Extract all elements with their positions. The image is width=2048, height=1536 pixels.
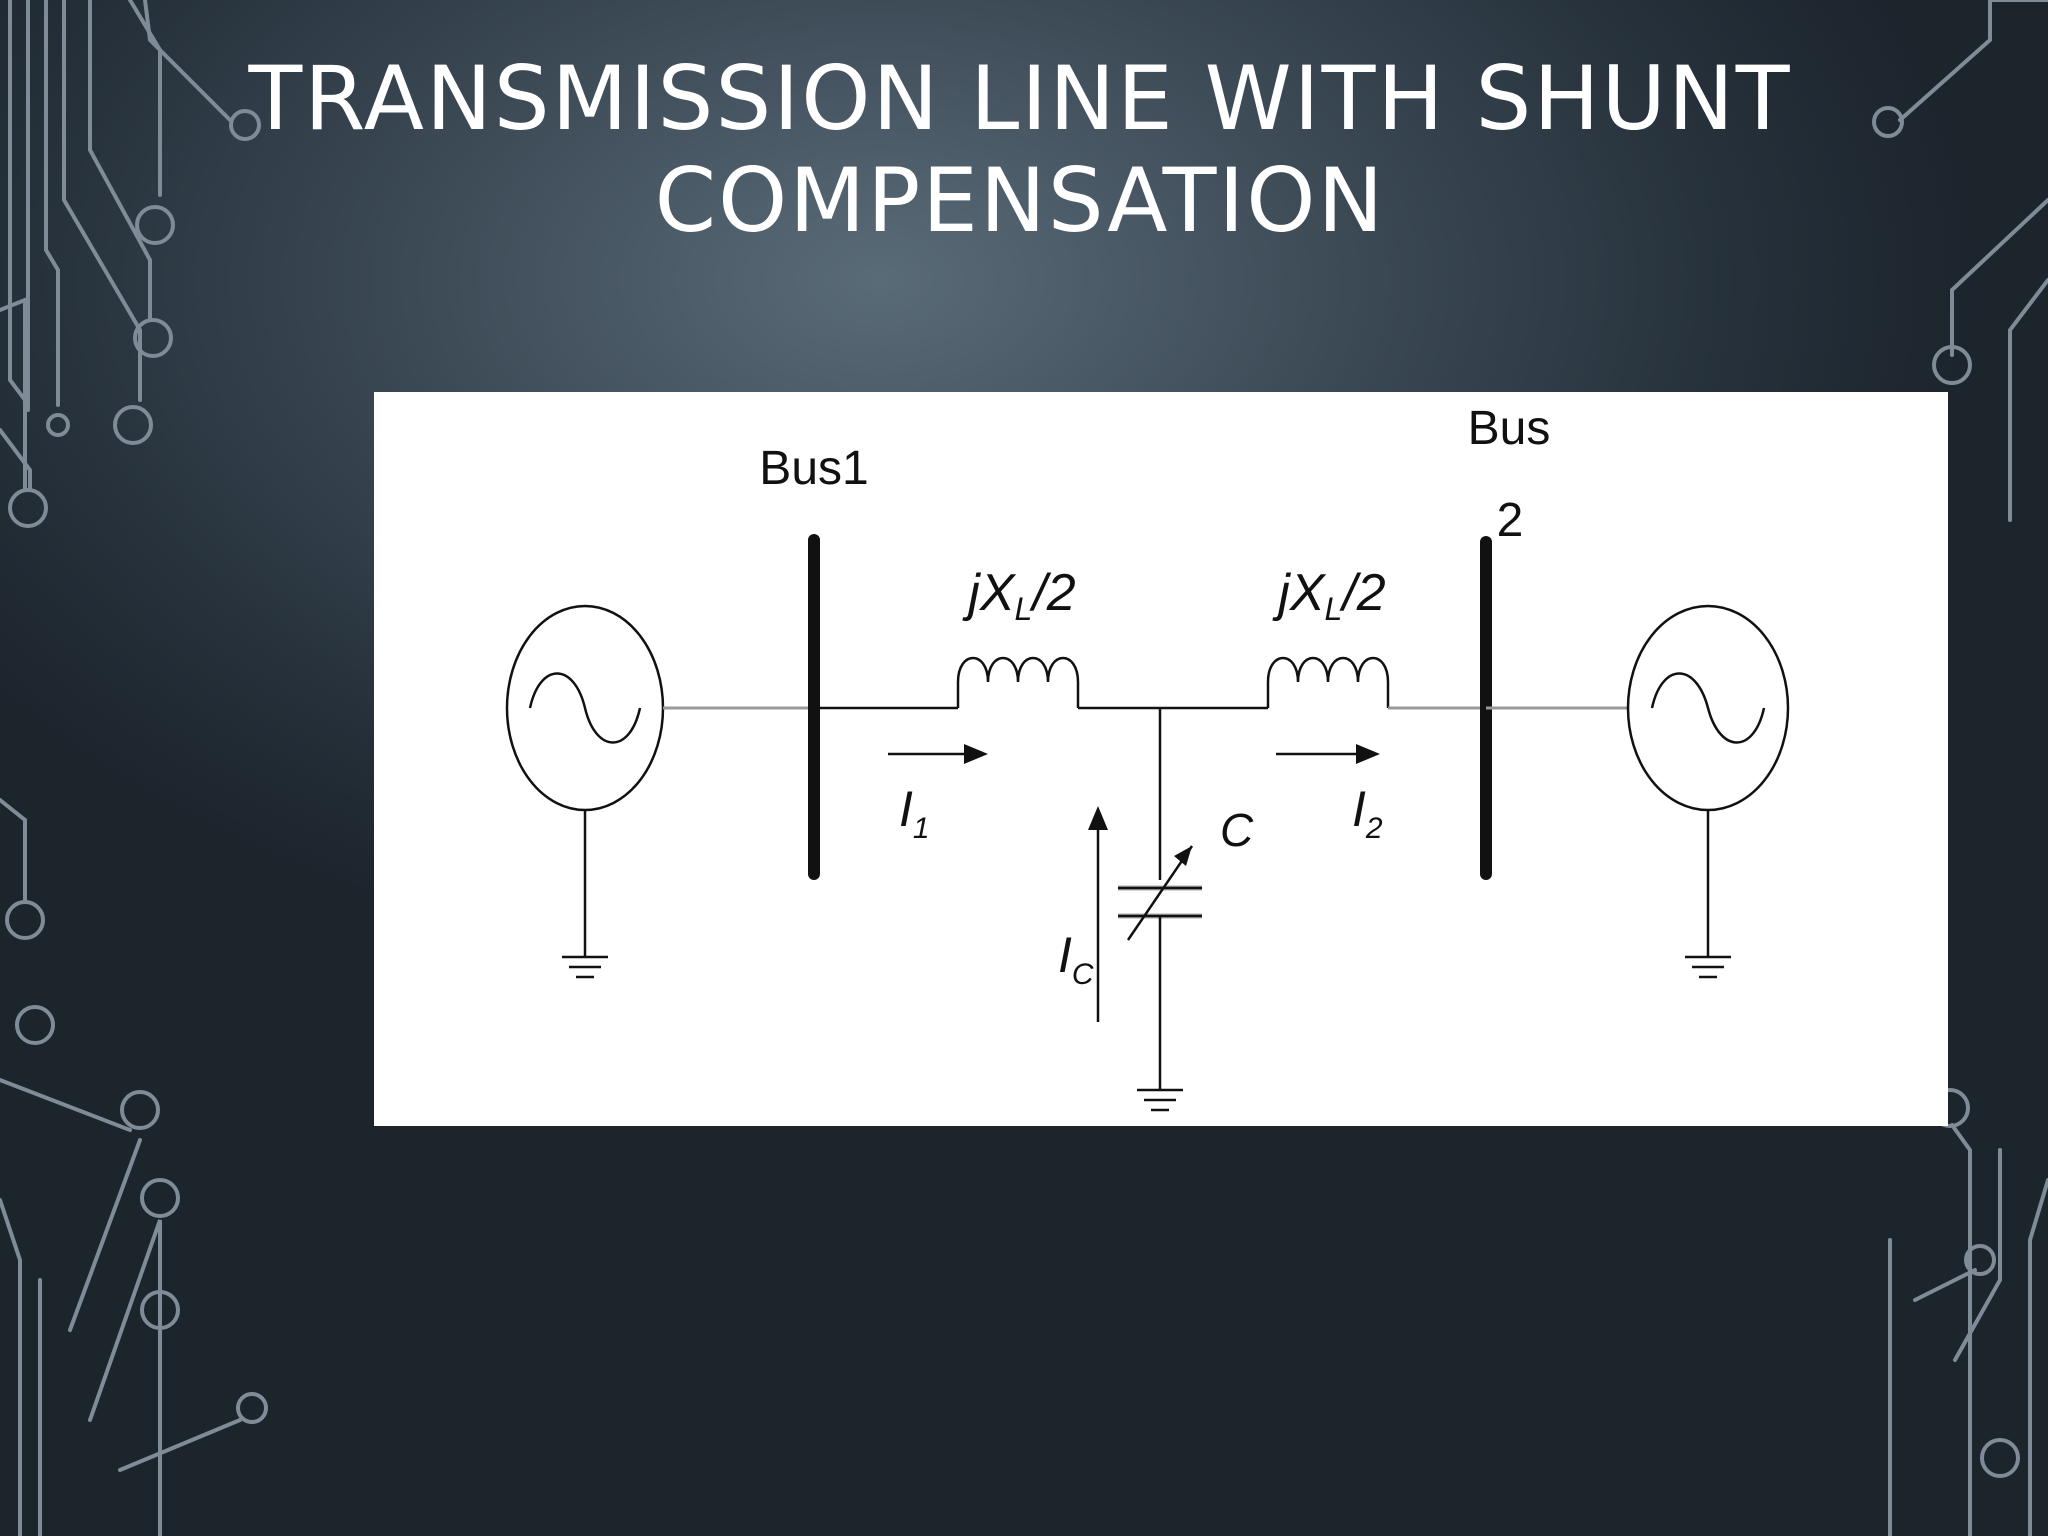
circuit-schematic: Bus1 jXL/2 jXL/2 Bus 2 <box>505 402 1790 1112</box>
current-2-label: I2 <box>1352 781 1383 845</box>
right-inductor-symbol <box>1266 656 1390 708</box>
current-arrow-c <box>1088 806 1108 1022</box>
shunt-ground-symbol <box>1137 1088 1183 1112</box>
current-1-label: I1 <box>899 781 930 845</box>
shunt-compensation-diagram: Bus1 jXL/2 jXL/2 Bus 2 <box>374 392 1948 1126</box>
bus2-label-line-1: Bus <box>1468 402 1551 455</box>
right-ground-symbol <box>1685 810 1731 979</box>
slide-title-line-1: TRANSMISSION LINE WITH SHUNT <box>248 47 1792 150</box>
right-generator-symbol <box>1626 604 1790 812</box>
bus1-label: Bus1 <box>759 442 868 495</box>
slide-title: TRANSMISSION LINE WITH SHUNT COMPENSATIO… <box>200 48 1840 252</box>
right-inductor-label: jXL/2 <box>1272 564 1385 627</box>
bus2-label-line-2: 2 <box>1497 494 1524 547</box>
slide-title-line-2: COMPENSATION <box>654 149 1386 252</box>
left-generator-symbol <box>505 604 665 812</box>
current-arrow-2 <box>1276 744 1380 764</box>
current-c-label: IC <box>1058 927 1094 991</box>
left-inductor-label: jXL/2 <box>962 564 1075 627</box>
capacitor-label: C <box>1220 804 1254 856</box>
left-ground-symbol <box>562 810 608 979</box>
left-inductor-symbol <box>956 656 1080 708</box>
current-arrow-1 <box>888 744 988 764</box>
capacitor-adjust-arrowhead <box>1174 846 1192 866</box>
